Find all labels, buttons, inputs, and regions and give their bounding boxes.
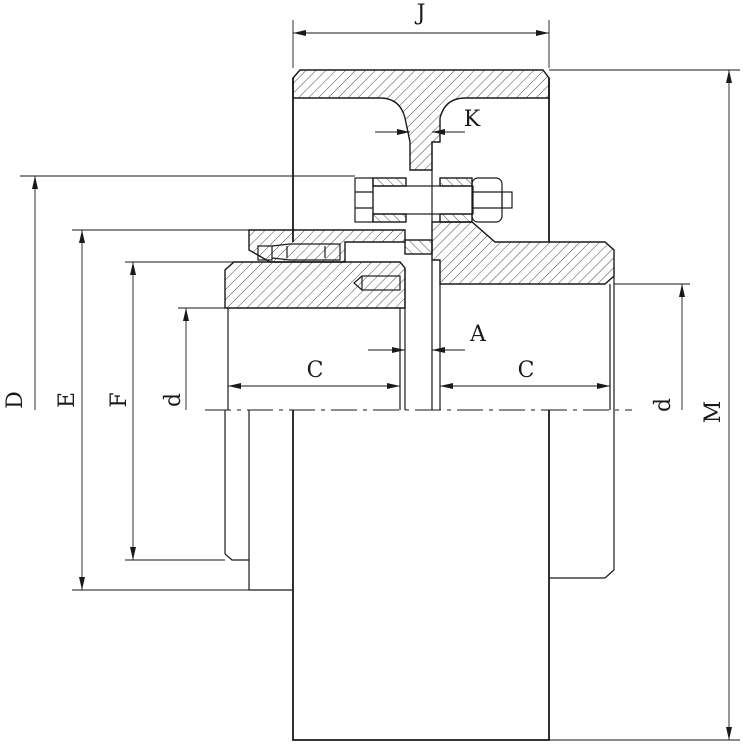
- left-hub-section: [224, 261, 406, 309]
- label-d-diameter: D: [3, 391, 28, 409]
- dimension-lines: [20, 20, 740, 741]
- hub-bores: [227, 260, 615, 410]
- label-m: M: [701, 401, 726, 424]
- label-c-right: C: [518, 358, 535, 383]
- label-k: K: [464, 107, 481, 132]
- label-j: J: [415, 1, 426, 26]
- label-d-right-bore: d: [651, 398, 676, 412]
- label-c-left: C: [307, 358, 324, 383]
- right-hub-section: [404, 142, 615, 285]
- label-d-left-bore: d: [161, 393, 186, 407]
- dimension-labels: J K A C C D E F d d M: [3, 1, 726, 423]
- label-a: A: [469, 322, 487, 347]
- brake-drum-outline: [224, 78, 615, 741]
- label-f: F: [107, 392, 132, 407]
- label-e: E: [55, 392, 80, 408]
- left-flange-section: [248, 229, 406, 263]
- brake-drum-section: [292, 69, 550, 171]
- bolt-assembly: [354, 177, 513, 223]
